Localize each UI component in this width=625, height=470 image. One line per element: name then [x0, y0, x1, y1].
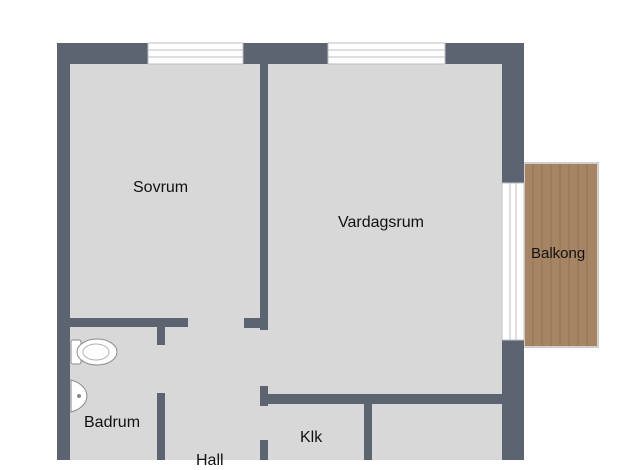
room-label-sovrum: Sovrum — [133, 179, 189, 196]
balcony-door — [501, 182, 525, 341]
floor-right-room — [372, 404, 502, 460]
room-label-vardagsrum: Vardagsrum — [338, 214, 424, 231]
room-label-hall: Hall — [196, 452, 224, 469]
balcony-deck — [523, 162, 599, 348]
room-label-badrum: Badrum — [84, 414, 141, 431]
room-label-balkong: Balkong — [531, 245, 586, 262]
toilet-icon — [70, 338, 118, 366]
room-label-klk: Klk — [300, 429, 323, 446]
floor-sovrum — [70, 64, 260, 318]
sink-icon — [70, 379, 88, 413]
window-top-right — [327, 42, 446, 65]
floor-plan — [57, 42, 599, 460]
window-top-left — [147, 42, 244, 65]
